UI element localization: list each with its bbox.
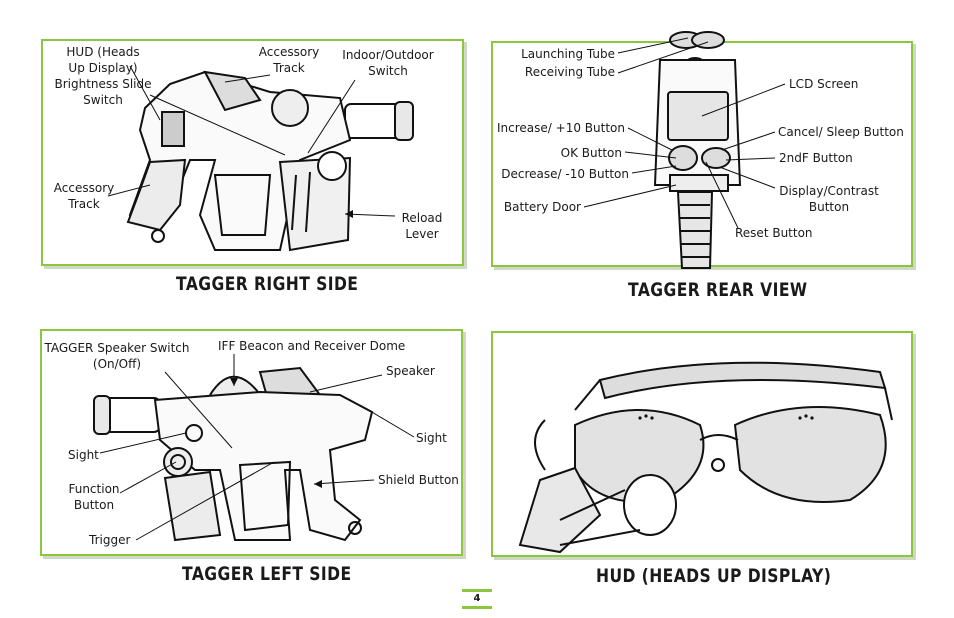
caption-tagger-left-side: TAGGER LEFT SIDE	[182, 563, 352, 585]
label-ok-button: OK Button	[560, 146, 622, 160]
label-sight-right: Sight	[416, 431, 447, 445]
label-accessory-track-top: Accessory Track	[258, 45, 320, 75]
label-reset-button: Reset Button	[735, 226, 813, 240]
caption-tagger-rear-view: TAGGER REAR VIEW	[628, 279, 808, 301]
label-launching-tube: Launching Tube	[521, 47, 615, 61]
caption-tagger-right-side: TAGGER RIGHT SIDE	[176, 273, 359, 295]
label-receiving-tube: Receiving Tube	[524, 65, 615, 79]
page-number: 4	[462, 589, 492, 609]
label-reload-lever: Reload Lever	[401, 211, 443, 241]
label-battery-door: Battery Door	[503, 200, 581, 214]
label-speaker: Speaker	[386, 364, 435, 378]
label-shield-button: Shield Button	[378, 473, 459, 487]
label-function-button: Function Button	[68, 482, 120, 512]
label-iff-beacon: IFF Beacon and Receiver Dome	[218, 339, 406, 353]
label-sight-left: Sight	[68, 448, 99, 462]
caption-hud: HUD (HEADS UP DISPLAY)	[596, 565, 832, 587]
label-indoor-outdoor-switch: Indoor/Outdoor Switch	[342, 48, 434, 78]
label-lcd-screen: LCD Screen	[789, 77, 859, 91]
label-decrease-button: Decrease/ -10 Button	[501, 167, 629, 181]
label-hud-switch: HUD (Heads Up Display) Brightness Slide …	[54, 45, 152, 107]
label-speaker-switch: TAGGER Speaker Switch (On/Off)	[44, 341, 190, 371]
label-display-contrast-button: Display/Contrast Button	[779, 184, 879, 214]
label-cancel-sleep-button: Cancel/ Sleep Button	[778, 125, 904, 139]
label-trigger: Trigger	[89, 533, 131, 547]
label-increase-button: Increase/ +10 Button	[497, 121, 625, 135]
label-2ndf-button: 2ndF Button	[779, 151, 853, 165]
label-accessory-track-left: Accessory Track	[53, 181, 115, 211]
